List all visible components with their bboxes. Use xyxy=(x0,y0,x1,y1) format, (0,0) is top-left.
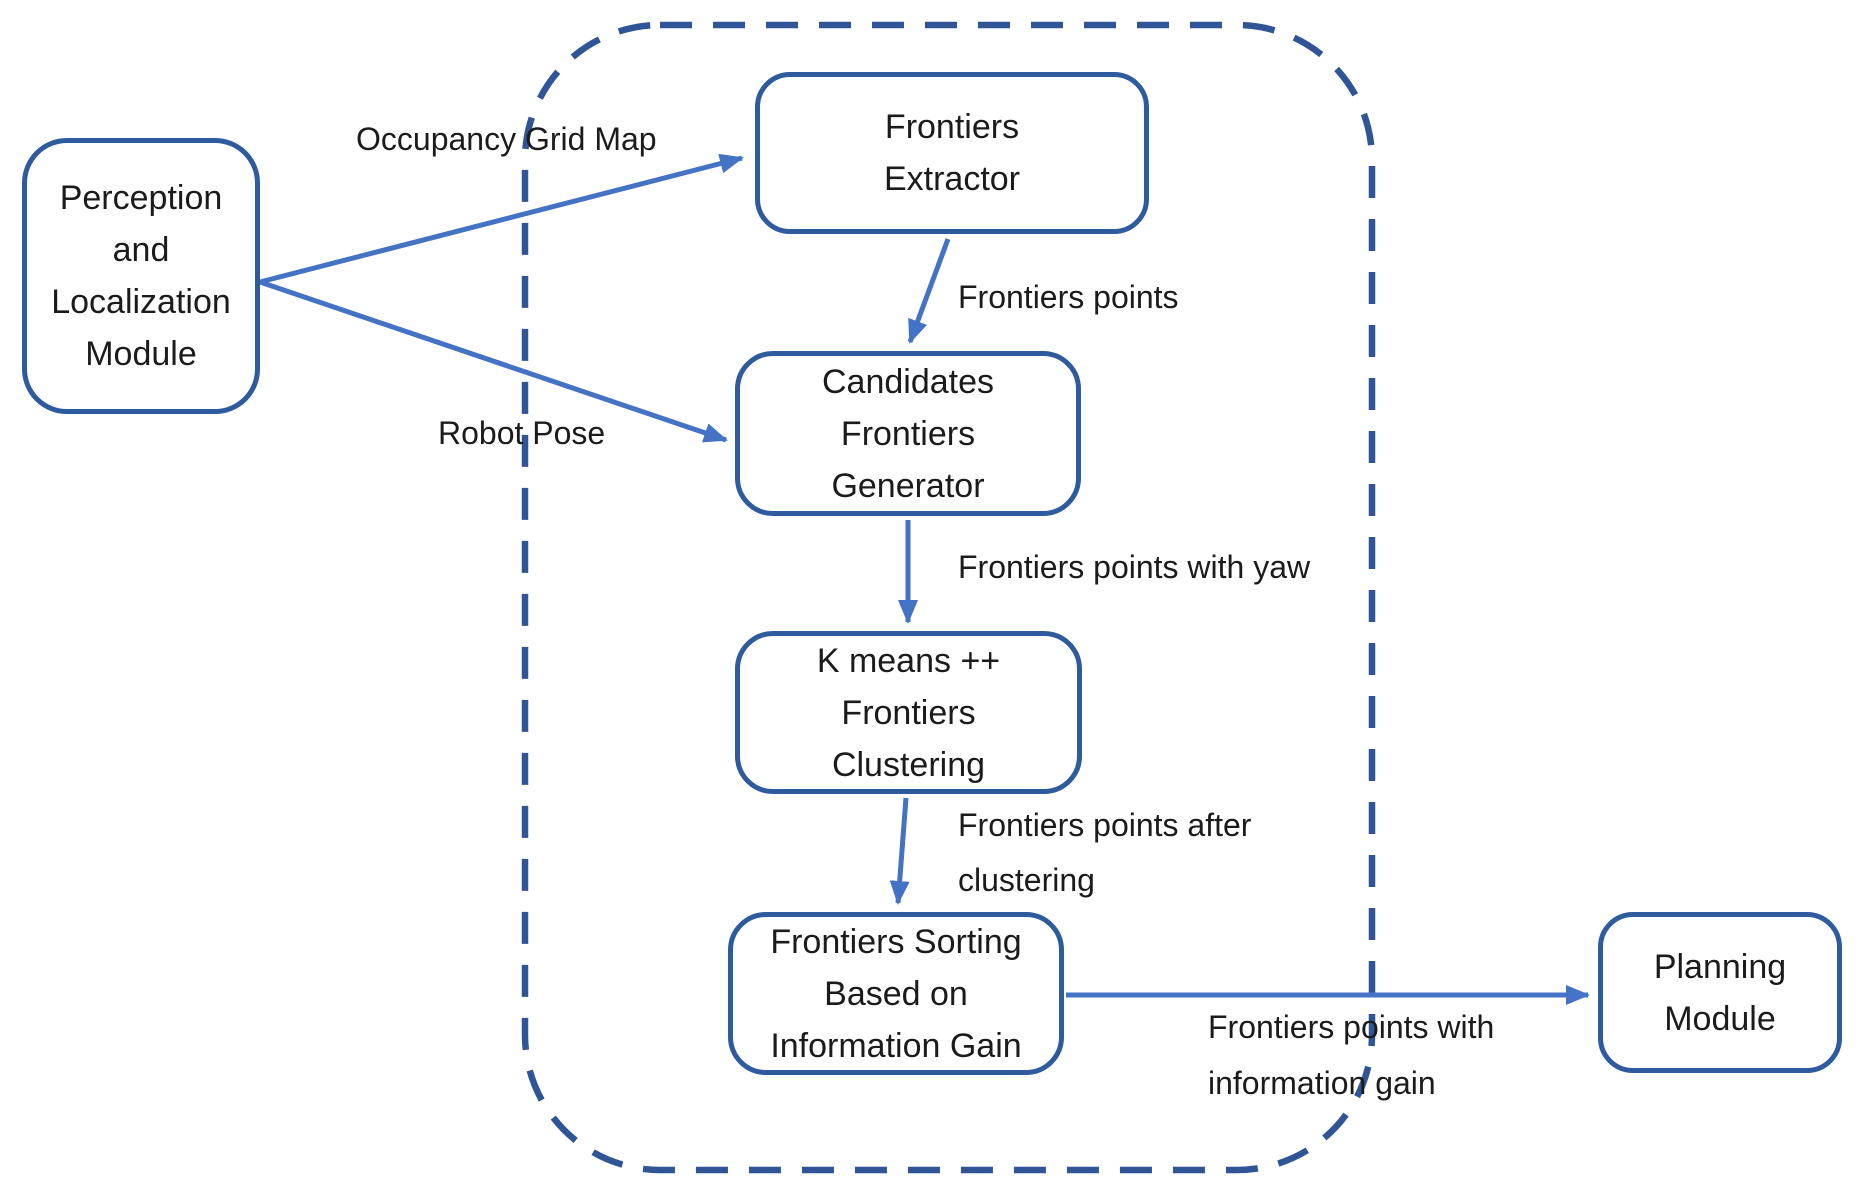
edge-label-frontiers-points: Frontiers points xyxy=(958,279,1179,315)
edge-label-frontiers-points-after-clustering: Frontiers points after clustering xyxy=(958,807,1252,898)
node-label: K means ++ Frontiers Clustering xyxy=(816,641,1001,784)
node-label: Planning Module xyxy=(1653,947,1787,1038)
node-frontiers-extractor: Frontiers Extractor xyxy=(755,72,1149,234)
dashed-group-container xyxy=(521,21,1376,1174)
node-frontiers-sorting-information-gain: Frontiers Sorting Based on Information G… xyxy=(728,912,1064,1075)
node-planning-module: Planning Module xyxy=(1598,912,1842,1073)
arrow-frontiers-points xyxy=(907,238,951,344)
arrow-robot-pose xyxy=(259,279,728,443)
edge-label-robot-pose: Robot Pose xyxy=(438,415,606,451)
node-label: Frontiers Extractor xyxy=(883,108,1021,198)
arrow-occupancy-grid-map xyxy=(259,153,744,285)
node-label: Candidates Frontiers Generator xyxy=(821,362,994,505)
edge-label-frontiers-points-with-information-gain: Frontiers points with information gain xyxy=(1208,1009,1495,1101)
node-label: Perception and Localization Module xyxy=(51,179,231,373)
edge-label-occupancy-grid-map: Occupancy Grid Map xyxy=(356,121,657,157)
edge-label-frontiers-points-with-yaw: Frontiers points with yaw xyxy=(958,549,1311,585)
node-perception-localization-module: Perception and Localization Module xyxy=(22,138,260,414)
arrow-frontiers-points-after-clustering xyxy=(889,797,910,905)
node-candidates-frontiers-generator: Candidates Frontiers Generator xyxy=(735,351,1081,516)
node-kmeans-frontiers-clustering: K means ++ Frontiers Clustering xyxy=(735,631,1082,794)
node-label: Frontiers Sorting Based on Information G… xyxy=(770,922,1022,1065)
